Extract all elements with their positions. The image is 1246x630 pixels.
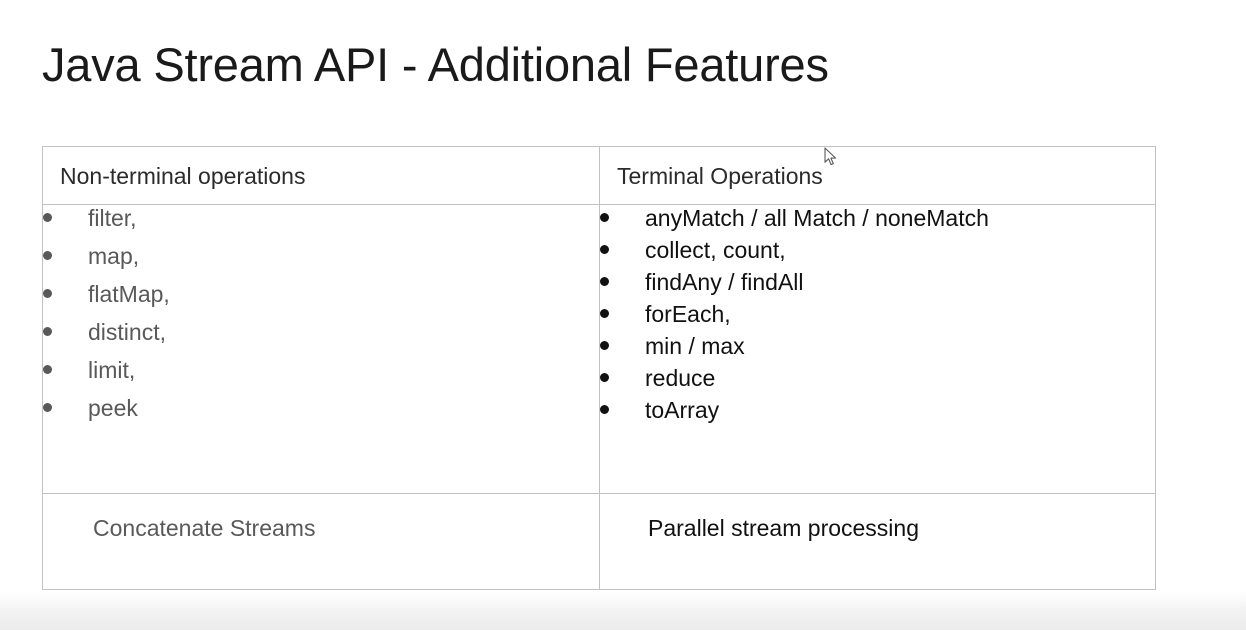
list-item-label: limit, [88,357,136,383]
list-item-label: toArray [645,397,720,423]
list-item-label: min / max [645,333,745,359]
list-item: anyMatch / all Match / noneMatch [600,205,1155,237]
bullet-icon [43,213,52,222]
bullet-icon [600,309,609,318]
list-item: min / max [600,333,1155,365]
table-body-row: filter, map, flatMap, distinct, [42,204,1156,494]
footer-label-parallel-stream-processing: Parallel stream processing [648,515,920,541]
list-item-label: distinct, [88,319,166,345]
table-cell-terminal-operations: anyMatch / all Match / noneMatch collect… [599,204,1156,494]
bullet-icon [43,327,52,336]
table-header-row: Non-terminal operations Terminal Operati… [42,146,1156,205]
list-item-label: reduce [645,365,716,391]
list-item: map, [43,243,599,281]
table-header-cell-terminal: Terminal Operations [599,146,1156,205]
bullet-icon [600,341,609,350]
bullet-icon [43,289,52,298]
bullet-icon [43,365,52,374]
bullet-icon [600,245,609,254]
terminal-operations-list: anyMatch / all Match / noneMatch collect… [600,205,1155,429]
column-header-terminal: Terminal Operations [617,163,823,189]
list-item: forEach, [600,301,1155,333]
bullet-icon [43,403,52,412]
bullet-icon [600,405,609,414]
list-item-label: map, [88,243,140,269]
table-header-cell-non-terminal: Non-terminal operations [42,146,600,205]
list-item-label: anyMatch / all Match / noneMatch [645,205,989,231]
column-header-non-terminal: Non-terminal operations [60,163,306,189]
list-item-label: filter, [88,205,137,231]
non-terminal-operations-list: filter, map, flatMap, distinct, [43,205,599,433]
list-item: findAny / findAll [600,269,1155,301]
bullet-icon [43,251,52,260]
list-item: toArray [600,397,1155,429]
list-item: filter, [43,205,599,243]
list-item-label: findAny / findAll [645,269,804,295]
bullet-icon [600,373,609,382]
page-title: Java Stream API - Additional Features [42,38,829,91]
list-item-label: peek [88,395,138,421]
list-item-label: flatMap, [88,281,170,307]
list-item: limit, [43,357,599,395]
list-item: distinct, [43,319,599,357]
table-cell-parallel-stream-processing: Parallel stream processing [599,493,1156,590]
list-item-label: forEach, [645,301,731,327]
list-item-label: collect, count, [645,237,786,263]
list-item: flatMap, [43,281,599,319]
table-cell-concatenate-streams: Concatenate Streams [42,493,600,590]
bullet-icon [600,277,609,286]
footer-label-concatenate-streams: Concatenate Streams [93,515,316,541]
list-item: reduce [600,365,1155,397]
bullet-icon [600,213,609,222]
slide-bottom-fade [0,592,1246,630]
table-cell-non-terminal-operations: filter, map, flatMap, distinct, [42,204,600,494]
table-footer-row: Concatenate Streams Parallel stream proc… [42,493,1156,590]
list-item: peek [43,395,599,433]
features-table: Non-terminal operations Terminal Operati… [42,146,1156,590]
list-item: collect, count, [600,237,1155,269]
